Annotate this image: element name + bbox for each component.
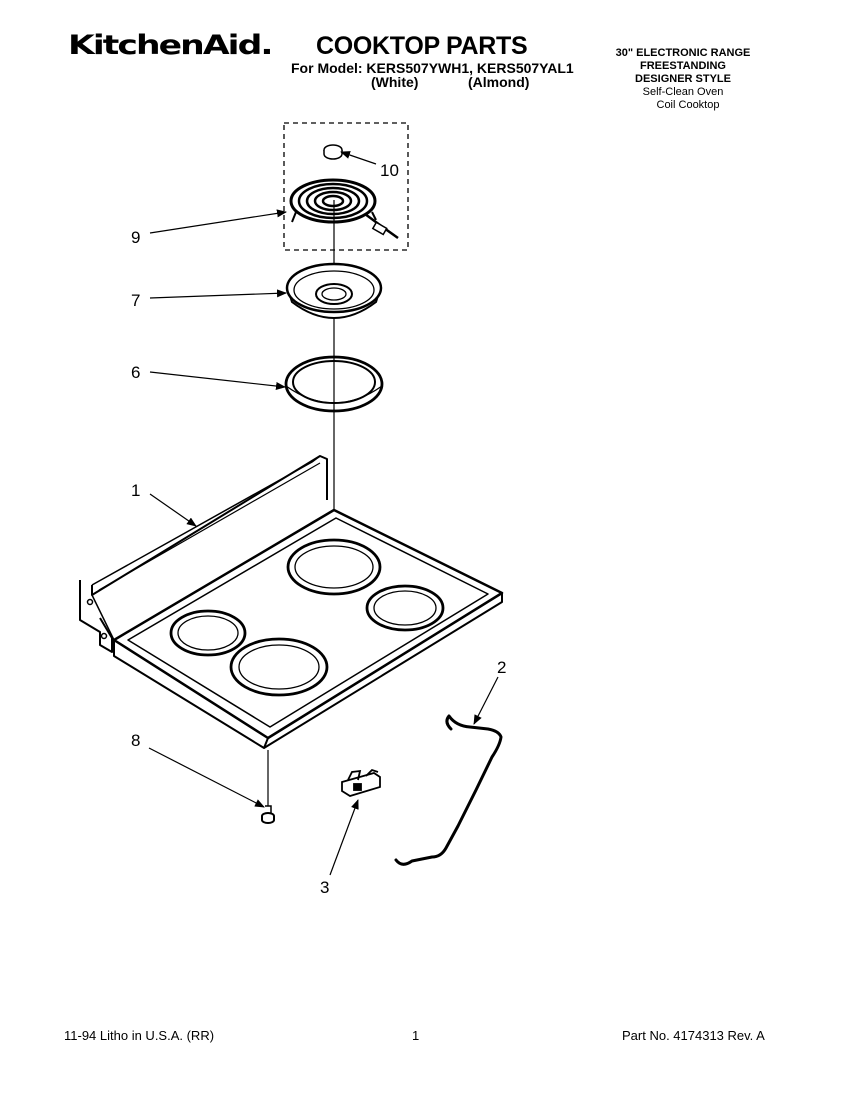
part-3-clip	[341, 768, 381, 797]
spec-oven: Self-Clean Oven	[642, 86, 724, 98]
footer-part-number: Part No. 4174313 Rev. A	[622, 1028, 765, 1043]
callout-10: 10	[380, 161, 399, 180]
leader-8	[148, 747, 265, 808]
callout-8: 8	[131, 731, 140, 750]
model-line: For Model: KERS507YWH1, KERS507YAL1	[291, 60, 574, 76]
leader-9	[149, 209, 287, 234]
spec-installation: FREESTANDING	[640, 60, 726, 72]
spec-cooktop: Coil Cooktop	[656, 99, 720, 111]
leader-7	[149, 289, 287, 299]
part-10-cap	[323, 144, 343, 160]
burner-opening-back-left	[286, 538, 382, 596]
brand-logo: KitchenAid.	[68, 30, 274, 61]
callout-9: 9	[131, 228, 140, 247]
footer-page-number: 1	[412, 1028, 420, 1043]
variant-almond: (Almond)	[468, 74, 530, 90]
leader-10	[340, 151, 377, 165]
burner-opening-front-right	[229, 637, 329, 697]
part-6-trim-ring	[284, 355, 384, 413]
variant-white: (White)	[371, 74, 419, 90]
footer-print-info: 11-94 Litho in U.S.A. (RR)	[64, 1028, 215, 1043]
leader-3	[329, 799, 359, 876]
callout-2: 2	[497, 658, 506, 677]
page-title: COOKTOP PARTS	[316, 32, 528, 60]
callout-6: 6	[131, 363, 140, 382]
spec-style: DESIGNER STYLE	[635, 73, 731, 85]
part-1-cooktop	[79, 455, 504, 749]
leader-1	[149, 493, 197, 527]
callout-1: 1	[131, 481, 140, 500]
part-8-screw	[261, 805, 275, 824]
burner-opening-back-right	[365, 584, 445, 632]
part-2-wire	[394, 714, 503, 866]
callout-3: 3	[320, 878, 329, 897]
leader-6	[149, 371, 286, 390]
part-7-drip-bowl	[285, 262, 383, 319]
leader-2	[473, 676, 499, 725]
spec-range-type: 30" ELECTRONIC RANGE	[615, 47, 751, 59]
part-9-coil-element	[289, 178, 399, 240]
callout-7: 7	[131, 291, 140, 310]
burner-opening-front-left	[169, 609, 247, 657]
